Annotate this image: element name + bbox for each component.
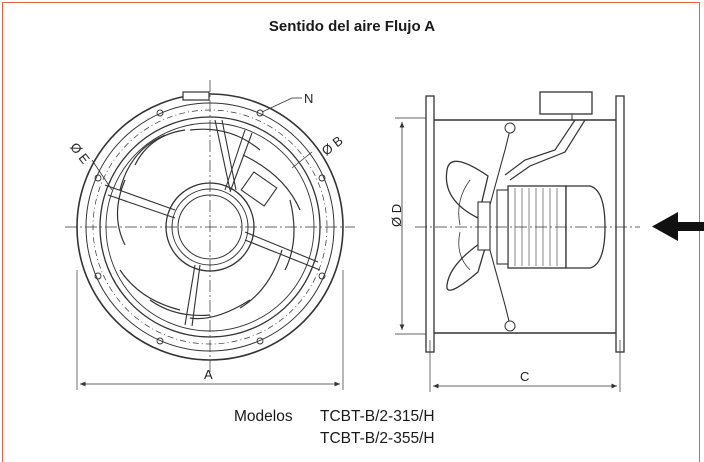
dimension-a-label: A <box>204 367 213 382</box>
dimension-e-label: Ø E <box>67 140 93 167</box>
support-struts <box>104 119 321 327</box>
model-item: TCBT-B/2-355/H <box>320 430 435 447</box>
top-lug <box>182 91 210 101</box>
dimension-b-label: Ø B <box>319 133 346 159</box>
leader-b <box>291 151 313 169</box>
models-label: Modelos <box>234 408 293 425</box>
side-blade-lower <box>446 236 490 291</box>
model-item: TCBT-B/2-315/H <box>320 408 435 425</box>
terminal-box-front <box>240 171 278 207</box>
terminal-box-side <box>539 91 593 115</box>
leader-n <box>261 97 293 113</box>
conduit <box>504 119 576 176</box>
dimension-n-label: N <box>304 91 313 106</box>
side-strut-top <box>487 129 511 213</box>
leader-e <box>91 159 113 191</box>
side-strut-bottom <box>487 242 511 326</box>
side-hub <box>477 201 491 251</box>
front-view <box>65 80 355 390</box>
side-view <box>395 91 640 392</box>
right-flange <box>615 95 625 353</box>
drawing-title: Sentido del aire Flujo A <box>268 18 436 35</box>
dimension-c-label: C <box>520 369 529 384</box>
left-flange <box>425 95 435 353</box>
dimension-d-label: Ø D <box>389 204 404 227</box>
arrow-left-icon <box>652 212 704 241</box>
bolt-holes <box>94 109 326 345</box>
impeller-blades <box>116 128 301 320</box>
